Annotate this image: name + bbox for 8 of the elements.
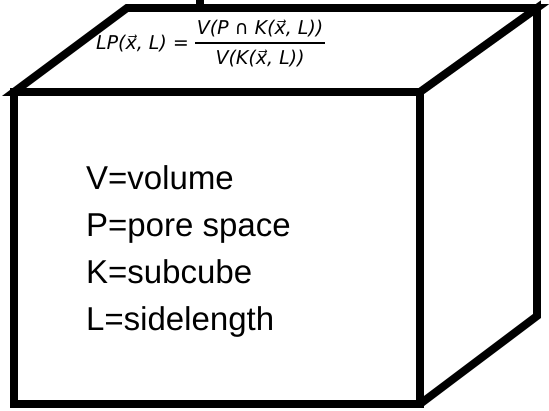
definition-text: P=pore space	[86, 205, 292, 245]
definition-text: L=sidelength	[86, 299, 276, 339]
definition-text: V=volume	[86, 158, 235, 198]
formula-numerator: V(P ∩ K(x⃗, L))	[196, 16, 324, 41]
formula-denominator: V(K(x⃗, L))	[215, 46, 304, 70]
cube-front-face	[10, 88, 424, 408]
formula-lhs: LP(x⃗, L) =	[96, 30, 189, 56]
definition-text: K=subcube	[86, 252, 254, 292]
